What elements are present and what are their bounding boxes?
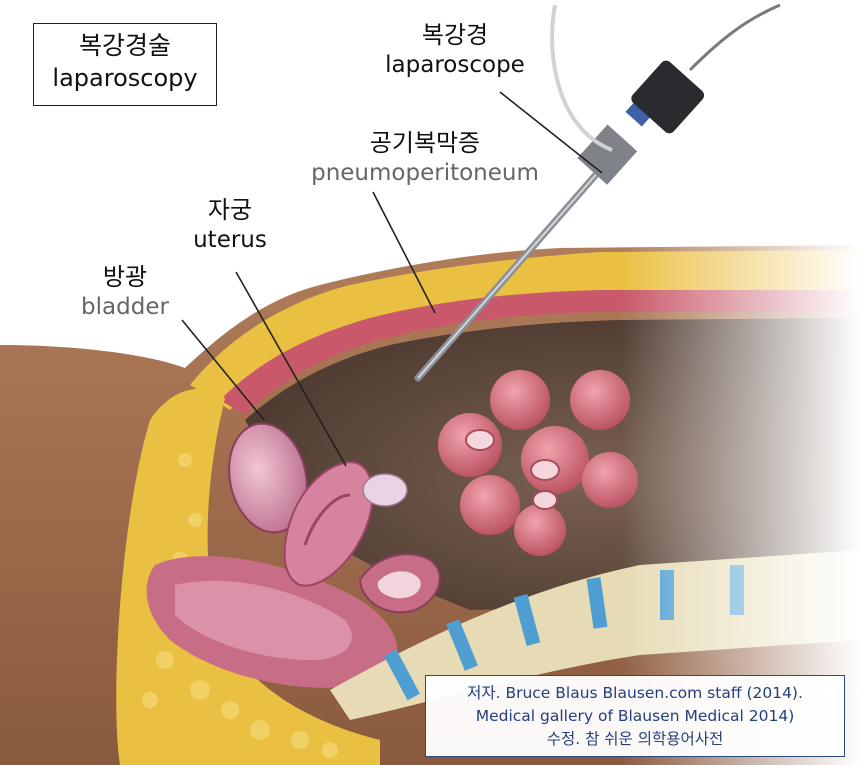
- credit-box: 저자. Bruce Blaus Blausen.com staff (2014)…: [425, 675, 845, 757]
- leader-lines: [181, 91, 603, 467]
- title-english: laparoscopy: [52, 64, 198, 92]
- abdominal-muscle: [220, 290, 860, 415]
- label-laparoscope-korean: 복강경: [421, 21, 489, 49]
- label-laparoscope: 복강경 laparoscope: [380, 20, 530, 80]
- title-korean: 복강경술: [78, 31, 171, 60]
- label-laparoscope-english: laparoscope: [385, 52, 525, 78]
- bladder: [228, 422, 308, 534]
- credit-line-2: Medical gallery of Blausen Medical 2014): [475, 707, 795, 725]
- credit-line-1: 저자. Bruce Blaus Blausen.com staff (2014)…: [467, 684, 803, 702]
- pelvic-fat: [116, 389, 380, 765]
- small-intestine: [438, 370, 638, 556]
- label-uterus-korean: 자궁: [207, 196, 253, 224]
- label-bladder-english: bladder: [81, 294, 169, 320]
- label-uterus-english: uterus: [193, 227, 267, 253]
- label-bladder: 방광 bladder: [70, 262, 180, 322]
- label-pneumoperitoneum-korean: 공기복막증: [369, 129, 481, 157]
- label-pneumoperitoneum-english: pneumoperitoneum: [311, 160, 539, 186]
- label-bladder-korean: 방광: [102, 263, 148, 291]
- credit-line-3: 수정. 참 쉬운 의학용어사전: [546, 730, 724, 748]
- label-uterus: 자궁 uterus: [180, 195, 280, 255]
- uterus: [283, 460, 374, 587]
- ovary: [362, 473, 408, 507]
- laparoscope-instrument: [414, 3, 781, 382]
- label-pneumoperitoneum: 공기복막증 pneumoperitoneum: [290, 128, 560, 188]
- title-box: 복강경술 laparoscopy: [33, 23, 217, 106]
